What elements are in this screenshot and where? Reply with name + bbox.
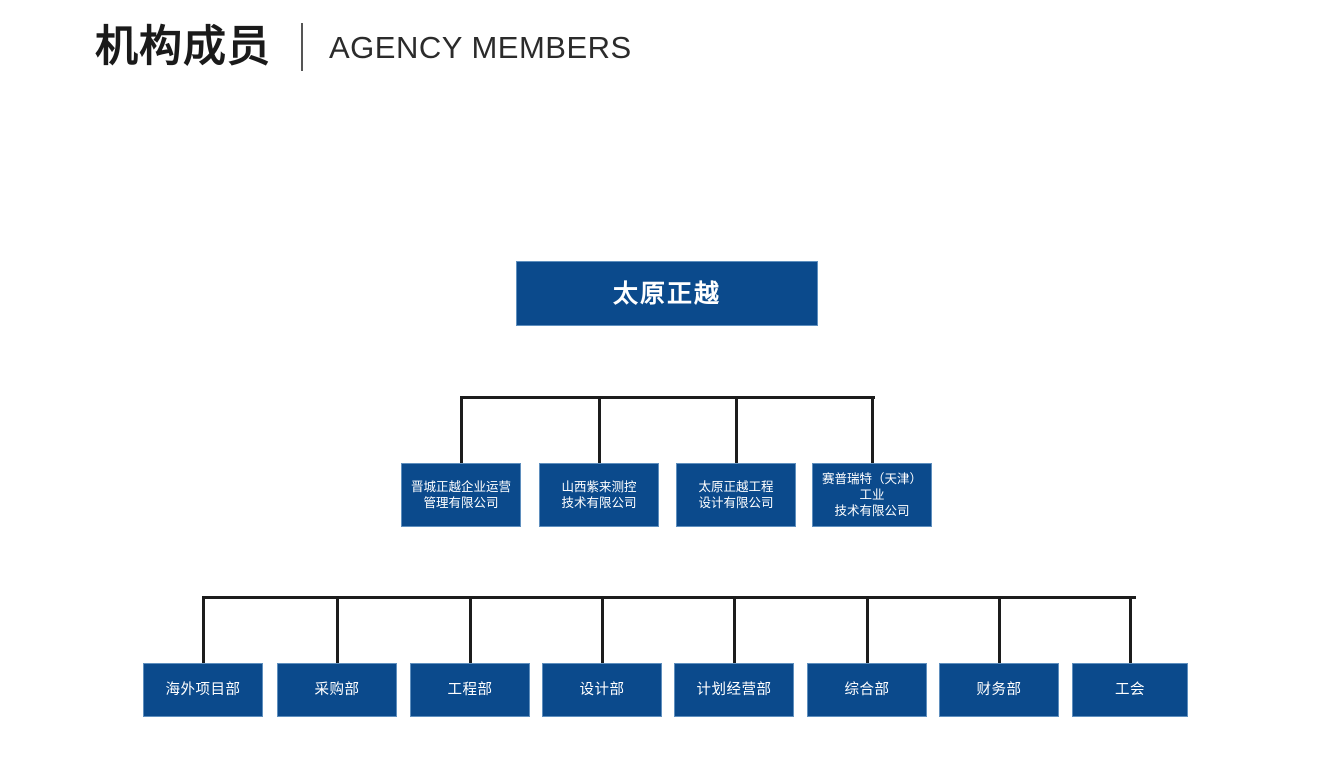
connector-drop-level3-1 <box>202 596 205 663</box>
org-node-subsidiary-4[interactable]: 赛普瑞特（天津）工业技术有限公司 <box>812 463 932 527</box>
node-label: 赛普瑞特（天津）工业技术有限公司 <box>819 471 925 519</box>
connector-drop-level3-3 <box>469 596 472 663</box>
connector-drop-level3-6 <box>866 596 869 663</box>
page-header: 机构成员 AGENCY MEMBERS <box>95 18 632 76</box>
connector-drop-level3-7 <box>998 596 1001 663</box>
node-label-line2: 技术有限公司 <box>561 496 637 510</box>
node-label-line1: 山西紫来测控 <box>561 480 637 494</box>
page-title-en: AGENCY MEMBERS <box>329 29 632 65</box>
connector-drop-level2-1 <box>460 396 463 463</box>
connector-drop-level3-4 <box>601 596 604 663</box>
node-label: 晋城正越企业运营管理有限公司 <box>411 479 511 511</box>
org-node-department-4[interactable]: 设计部 <box>542 663 662 717</box>
connector-drop-level3-5 <box>733 596 736 663</box>
org-node-department-2[interactable]: 采购部 <box>277 663 397 717</box>
org-node-root[interactable]: 太原正越 <box>516 261 818 326</box>
org-node-department-5[interactable]: 计划经营部 <box>674 663 794 717</box>
node-label: 工程部 <box>447 681 493 698</box>
node-label: 工会 <box>1115 681 1145 698</box>
connector-bar-level2 <box>460 396 875 399</box>
org-node-department-8[interactable]: 工会 <box>1072 663 1188 717</box>
connector-drop-level2-4 <box>871 396 874 463</box>
org-node-subsidiary-3[interactable]: 太原正越工程设计有限公司 <box>676 463 796 527</box>
connector-drop-level3-8 <box>1129 596 1132 663</box>
connector-drop-level2-2 <box>598 396 601 463</box>
node-label: 设计部 <box>579 681 625 698</box>
node-label-line1: 赛普瑞特（天津）工业 <box>821 472 922 502</box>
org-node-department-3[interactable]: 工程部 <box>410 663 530 717</box>
connector-drop-level3-2 <box>336 596 339 663</box>
node-label: 山西紫来测控技术有限公司 <box>561 479 636 511</box>
title-divider <box>301 23 303 71</box>
node-label: 计划经营部 <box>696 681 772 698</box>
node-label: 财务部 <box>976 681 1022 698</box>
connector-bar-level3 <box>203 596 1136 599</box>
org-node-department-7[interactable]: 财务部 <box>939 663 1059 717</box>
org-node-department-1[interactable]: 海外项目部 <box>143 663 263 717</box>
node-label: 采购部 <box>314 681 360 698</box>
node-label: 太原正越 <box>612 279 721 308</box>
node-label: 综合部 <box>844 681 890 698</box>
page-title-cn: 机构成员 <box>95 22 271 71</box>
node-label-line2: 管理有限公司 <box>423 496 499 510</box>
node-label: 太原正越工程设计有限公司 <box>698 479 773 511</box>
node-label-line2: 设计有限公司 <box>698 496 774 510</box>
org-node-subsidiary-1[interactable]: 晋城正越企业运营管理有限公司 <box>401 463 521 527</box>
org-node-subsidiary-2[interactable]: 山西紫来测控技术有限公司 <box>539 463 659 527</box>
node-label-line2: 技术有限公司 <box>834 504 910 518</box>
node-label-line1: 太原正越工程 <box>698 480 774 494</box>
node-label-line1: 晋城正越企业运营 <box>410 480 511 494</box>
connector-drop-level2-3 <box>735 396 738 463</box>
node-label: 海外项目部 <box>165 681 241 698</box>
org-node-department-6[interactable]: 综合部 <box>807 663 927 717</box>
